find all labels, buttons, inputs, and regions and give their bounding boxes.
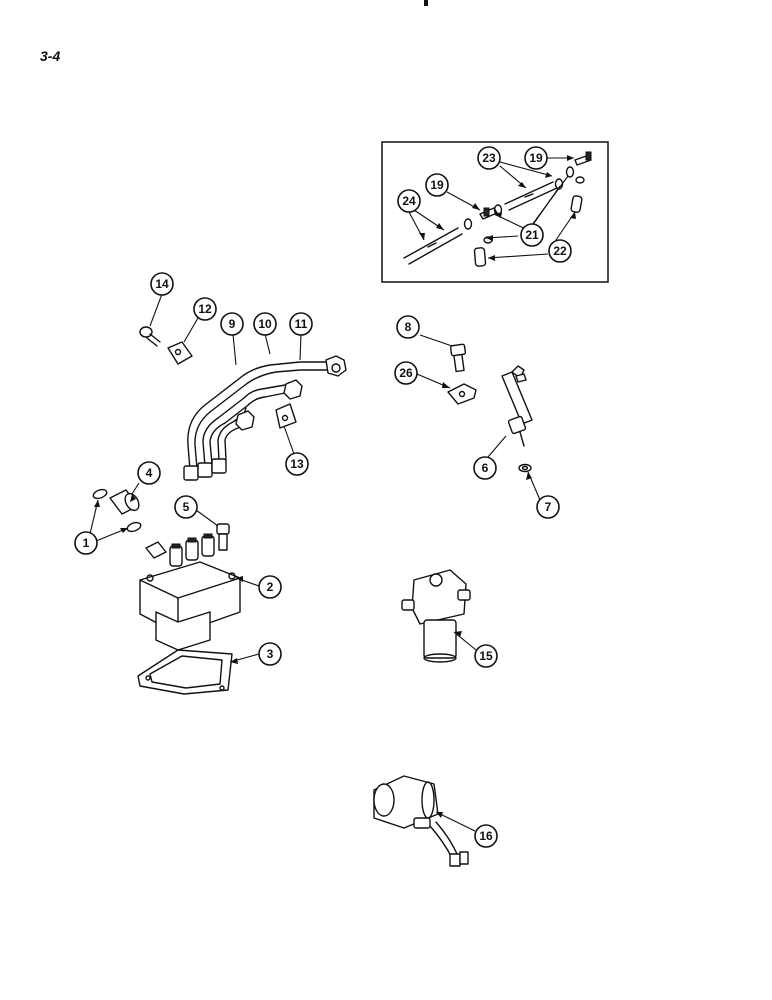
callout-label-10: 10 bbox=[258, 317, 272, 331]
return-hose-upper bbox=[504, 181, 558, 211]
callout-19-right: 19 bbox=[524, 146, 548, 170]
callout-9: 9 bbox=[220, 312, 244, 336]
callout-label-5: 5 bbox=[183, 500, 190, 514]
callout-11: 11 bbox=[289, 312, 313, 336]
callout-label-23: 23 bbox=[482, 151, 496, 165]
callout-4: 4 bbox=[137, 461, 161, 485]
callout-19-left: 19 bbox=[425, 173, 449, 197]
callout-label-9: 9 bbox=[229, 317, 236, 331]
page-number: 3-4 bbox=[40, 48, 61, 64]
callout-label-11: 11 bbox=[295, 317, 308, 331]
bolt-5 bbox=[216, 523, 230, 551]
callout-label-22: 22 bbox=[553, 244, 567, 258]
injection-nozzle-6 bbox=[501, 365, 533, 447]
callout-3: 3 bbox=[258, 642, 282, 666]
callout-7: 7 bbox=[536, 495, 560, 519]
callout-13: 13 bbox=[285, 452, 309, 476]
callout-1: 1 bbox=[74, 531, 98, 555]
page-edge-mark bbox=[424, 0, 428, 6]
nozzle-clamp-26 bbox=[447, 383, 477, 405]
callout-22: 22 bbox=[548, 239, 572, 263]
callout-label-4: 4 bbox=[146, 466, 153, 480]
inset-frame bbox=[381, 141, 609, 283]
callout-24: 24 bbox=[397, 189, 421, 213]
valve-holder-4 bbox=[109, 489, 140, 515]
callout-label-3: 3 bbox=[267, 647, 274, 661]
fuel-filter-15 bbox=[401, 569, 471, 663]
callout-5: 5 bbox=[174, 495, 198, 519]
callout-label-14: 14 bbox=[155, 277, 169, 291]
callout-label-26: 26 bbox=[399, 366, 413, 380]
callout-16: 16 bbox=[474, 824, 498, 848]
callout-6: 6 bbox=[473, 456, 497, 480]
washer-7 bbox=[518, 463, 532, 473]
callout-26: 26 bbox=[394, 361, 418, 385]
callout-14: 14 bbox=[150, 272, 174, 296]
callout-23: 23 bbox=[477, 146, 501, 170]
callout-label-12: 12 bbox=[198, 302, 212, 316]
callout-label-6: 6 bbox=[482, 461, 489, 475]
callout-label-13: 13 bbox=[290, 457, 304, 471]
bolt-8 bbox=[449, 343, 467, 373]
callout-12: 12 bbox=[193, 297, 217, 321]
callout-2: 2 bbox=[258, 575, 282, 599]
callout-label-8: 8 bbox=[405, 320, 412, 334]
callout-21: 21 bbox=[520, 223, 544, 247]
callout-8: 8 bbox=[396, 315, 420, 339]
bolt-14 bbox=[139, 326, 161, 347]
o-rings-1 bbox=[92, 488, 142, 533]
return-line-inset bbox=[381, 141, 609, 283]
injection-pump-2 bbox=[139, 533, 241, 651]
callout-label-16: 16 bbox=[479, 829, 493, 843]
return-hose-lower bbox=[403, 227, 463, 265]
injection-lines bbox=[183, 355, 347, 481]
inset-banjo-bolts bbox=[479, 151, 592, 220]
callout-label-19-left: 19 bbox=[430, 178, 444, 192]
clamp-13 bbox=[275, 403, 297, 429]
inset-short-hoses bbox=[473, 195, 583, 267]
arrowheads bbox=[94, 155, 576, 818]
callout-15: 15 bbox=[474, 644, 498, 668]
clamp-12 bbox=[167, 341, 193, 365]
callout-label-15: 15 bbox=[479, 649, 493, 663]
gasket-3 bbox=[137, 649, 233, 695]
callout-label-21: 21 bbox=[525, 228, 539, 242]
callout-10: 10 bbox=[253, 312, 277, 336]
callout-label-1: 1 bbox=[83, 536, 90, 550]
callout-label-19-right: 19 bbox=[529, 151, 543, 165]
leader-lines bbox=[89, 157, 576, 832]
callout-label-24: 24 bbox=[402, 194, 416, 208]
callout-label-2: 2 bbox=[267, 580, 274, 594]
pump-outlets bbox=[169, 533, 215, 567]
callout-label-7: 7 bbox=[545, 500, 552, 514]
